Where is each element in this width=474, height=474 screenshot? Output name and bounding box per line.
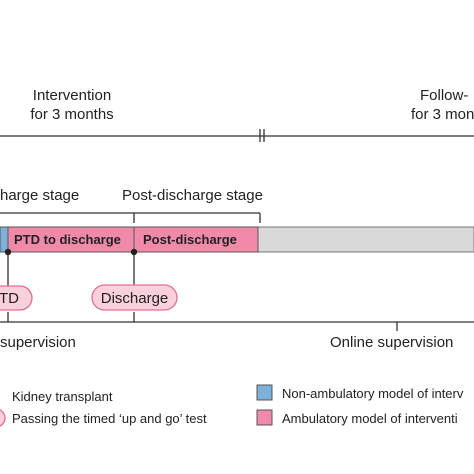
post-discharge-segment — [133, 226, 259, 253]
legend-non-ambulatory: Non-ambulatory model of interv — [282, 386, 464, 401]
online-supervision-label: Online supervision — [330, 334, 453, 351]
phase-bracket — [0, 129, 474, 142]
post-discharge-label: Post-discharge — [143, 232, 237, 247]
discharge-marker: Discharge — [91, 248, 178, 311]
discharge-stage-label: harge stage — [0, 187, 79, 204]
intervention-label-line1: Intervention — [33, 87, 111, 104]
non-ambulatory-segment — [0, 226, 9, 253]
ptd-to-discharge-label: PTD to discharge — [14, 232, 121, 247]
ptd-to-discharge-segment — [7, 226, 135, 253]
left-supervision-label: supervision — [0, 334, 76, 351]
followup-label-line2: for 3 mon — [411, 106, 474, 123]
legend-pill-icon — [0, 409, 6, 427]
discharge-dot-icon — [130, 248, 138, 256]
legend-blue-swatch — [256, 384, 273, 401]
legend: Kidney transplant Passing the timed ‘up … — [0, 384, 464, 427]
stage-bracket — [0, 212, 261, 223]
discharge-pill — [91, 284, 178, 311]
ptd-pill — [0, 285, 33, 311]
legend-timed-up-and-go: Passing the timed ‘up and go’ test — [12, 411, 207, 426]
ptd-dot-icon — [4, 248, 12, 256]
legend-kidney-transplant: Kidney transplant — [12, 389, 113, 404]
ptd-marker-label: TD — [0, 290, 19, 307]
discharge-marker-label: Discharge — [101, 290, 169, 307]
legend-ambulatory: Ambulatory model of interventi — [282, 411, 458, 426]
followup-label-line1: Follow- — [420, 87, 468, 104]
legend-pink-swatch — [256, 409, 273, 426]
ptd-marker: TD — [0, 248, 33, 311]
intervention-label-line2: for 3 months — [30, 106, 113, 123]
post-discharge-stage-label: Post-discharge stage — [122, 187, 263, 204]
supervision-bracket — [0, 312, 474, 331]
